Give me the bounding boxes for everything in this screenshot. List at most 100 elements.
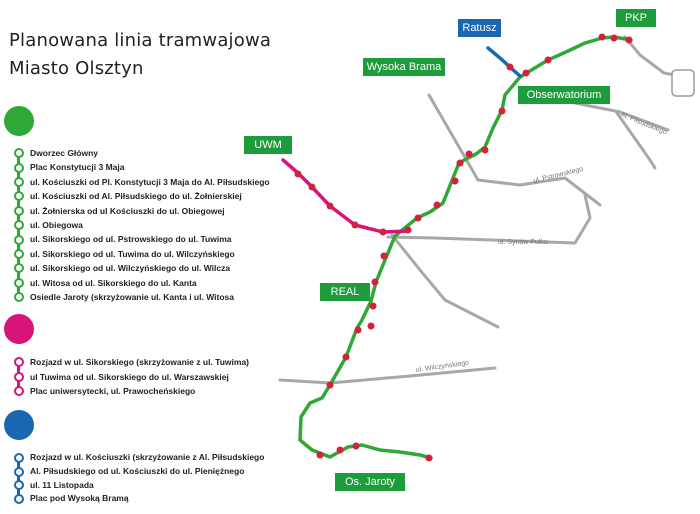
street-label-pstrowskiego: ul. Pstrowskiego xyxy=(533,166,584,185)
legend-node xyxy=(14,191,24,202)
legend-node xyxy=(14,176,24,187)
map-title: Planowana linia tramwajowa xyxy=(9,30,272,51)
place-label-obserwatorium: Obserwatorium xyxy=(518,86,610,104)
street-label-pilsudskiego: Al. Piłsudskiego xyxy=(619,111,668,136)
legend-item-label: Plac pod Wysoką Bramą xyxy=(30,493,129,504)
legend-item-label: ul. Witosa od ul. Sikorskiego do ul. Kan… xyxy=(30,277,197,288)
legend-item-label: ul. Sikorskiego od ul. Wilczyńskiego do … xyxy=(30,263,231,274)
street-label-synow-pulku: ul. Synów Pułku xyxy=(498,239,548,246)
legend-line-segment xyxy=(17,181,20,197)
legend-item: Plac Konstytucji 3 Maja xyxy=(14,160,270,182)
legend-line-segment xyxy=(17,225,20,240)
legend-item: ul. Kościuszki od Al. Piłsudskiego do ul… xyxy=(14,189,270,211)
legend-line-segment xyxy=(17,362,20,377)
road-gray-d xyxy=(386,193,592,245)
road-gray-b xyxy=(476,176,602,207)
stop xyxy=(481,146,489,154)
stop xyxy=(294,170,302,178)
legend-item: ul. Obiegowa xyxy=(14,218,270,240)
legend-item: ul. Sikorskiego od ul. Wilczyńskiego do … xyxy=(14,261,270,283)
legend-line-segment xyxy=(17,485,20,500)
legend-item-label: ul Tuwima od ul. Sikorskiego do ul. Wars… xyxy=(30,371,229,382)
stop xyxy=(498,107,506,115)
map-subtitle: Miasto Olsztyn xyxy=(9,58,144,79)
stop xyxy=(367,322,375,330)
legend-item: ul. Sikorskiego od ul. Pstrowskiego do u… xyxy=(14,232,270,254)
legend-node xyxy=(14,494,24,505)
legend-item: Osiedle Jaroty (skrzyżowanie ul. Kanta i… xyxy=(14,290,270,304)
legend-item-label: ul. Kościuszki od Pl. Konstytucji 3 Maja… xyxy=(30,176,270,187)
legend-line-segment xyxy=(17,196,20,211)
stop xyxy=(598,33,606,41)
stop xyxy=(522,69,530,77)
legend-item: Plac pod Wysoką Bramą xyxy=(14,492,264,506)
stop xyxy=(433,201,441,209)
legend-item: Rozjazd w ul. Sikorskiego (skrzyżowanie … xyxy=(14,355,249,377)
tram-line-magenta xyxy=(281,158,410,234)
legend-node xyxy=(14,357,24,368)
legend-item-label: Al. Piłsudskiego od ul. Kościuszki do ul… xyxy=(30,465,245,476)
legend-line-segment xyxy=(17,268,20,283)
legend-node xyxy=(14,248,24,259)
legend-item-label: ul. Sikorskiego od ul. Pstrowskiego do u… xyxy=(30,234,232,245)
place-label-os-jaroty: Os. Jaroty xyxy=(335,473,405,491)
legend-line-segment xyxy=(17,457,20,472)
stop xyxy=(379,228,387,236)
road-wilczynskiego xyxy=(278,366,497,385)
stop xyxy=(354,326,362,334)
legend-node xyxy=(14,277,24,288)
stop xyxy=(380,252,388,260)
legend-line-segment xyxy=(17,167,20,182)
road-gray-c xyxy=(615,111,657,170)
legend-green-marker xyxy=(4,106,34,136)
legend-item-label: ul. Sikorskiego od ul. Tuwima do ul. Wil… xyxy=(30,248,235,259)
legend-node xyxy=(14,452,24,463)
legend-line-segment xyxy=(17,471,20,486)
legend-node xyxy=(14,371,24,382)
legend-node xyxy=(14,162,24,173)
stop xyxy=(506,63,514,71)
place-label-uwm: UWM xyxy=(244,136,292,154)
legend-item: ul Tuwima od ul. Sikorskiego do ul. Wars… xyxy=(14,370,249,392)
legend-blue-marker xyxy=(4,410,34,440)
legend-item: ul. 11 Listopada xyxy=(14,479,264,500)
stop xyxy=(326,202,334,210)
stop xyxy=(610,34,618,42)
stop xyxy=(326,381,334,389)
legend-item: Dworzec Główny xyxy=(14,146,270,168)
legend-line-segment xyxy=(17,239,20,254)
legend-item-label: Plac uniwersytecki, ul. Prawocheńskiego xyxy=(30,386,196,396)
pkp-station-shape xyxy=(671,69,695,97)
road-gray-e xyxy=(390,233,500,329)
stop xyxy=(351,221,359,229)
legend-item-label: Rozjazd w ul. Sikorskiego (skrzyżowanie … xyxy=(30,357,249,367)
legend-node xyxy=(14,205,24,216)
legend-magenta-marker xyxy=(4,314,34,344)
place-label-pkp: PKP xyxy=(616,9,656,27)
legend-line-segment xyxy=(17,376,20,392)
legend-item: Al. Piłsudskiego od ul. Kościuszki do ul… xyxy=(14,465,264,486)
stop xyxy=(456,159,464,167)
stop xyxy=(414,214,422,222)
legend-line-segment xyxy=(17,282,20,298)
stop xyxy=(465,150,473,158)
stop xyxy=(625,36,633,44)
legend-item-label: ul. Kościuszki od Al. Piłsudskiego do ul… xyxy=(30,191,242,202)
place-label-wysoka-brama: Wysoka Brama xyxy=(363,58,445,76)
road-network xyxy=(278,35,692,385)
stop xyxy=(451,177,459,185)
stop xyxy=(352,442,360,450)
stop xyxy=(342,353,350,361)
stop xyxy=(308,183,316,191)
legend-item-label: ul. Żołnierska od ul Kościuszki do ul. O… xyxy=(30,205,225,216)
tram-line-blue xyxy=(486,46,522,78)
legend-item: ul. Sikorskiego od ul. Tuwima do ul. Wil… xyxy=(14,247,270,269)
legend-item: ul. Żołnierska od ul Kościuszki do ul. O… xyxy=(14,204,270,226)
stop xyxy=(336,446,344,454)
legend-item-label: Dworzec Główny xyxy=(30,148,99,158)
legend-node xyxy=(14,148,24,159)
legend-node xyxy=(14,263,24,274)
legend-node xyxy=(14,480,24,491)
stop xyxy=(544,56,552,64)
